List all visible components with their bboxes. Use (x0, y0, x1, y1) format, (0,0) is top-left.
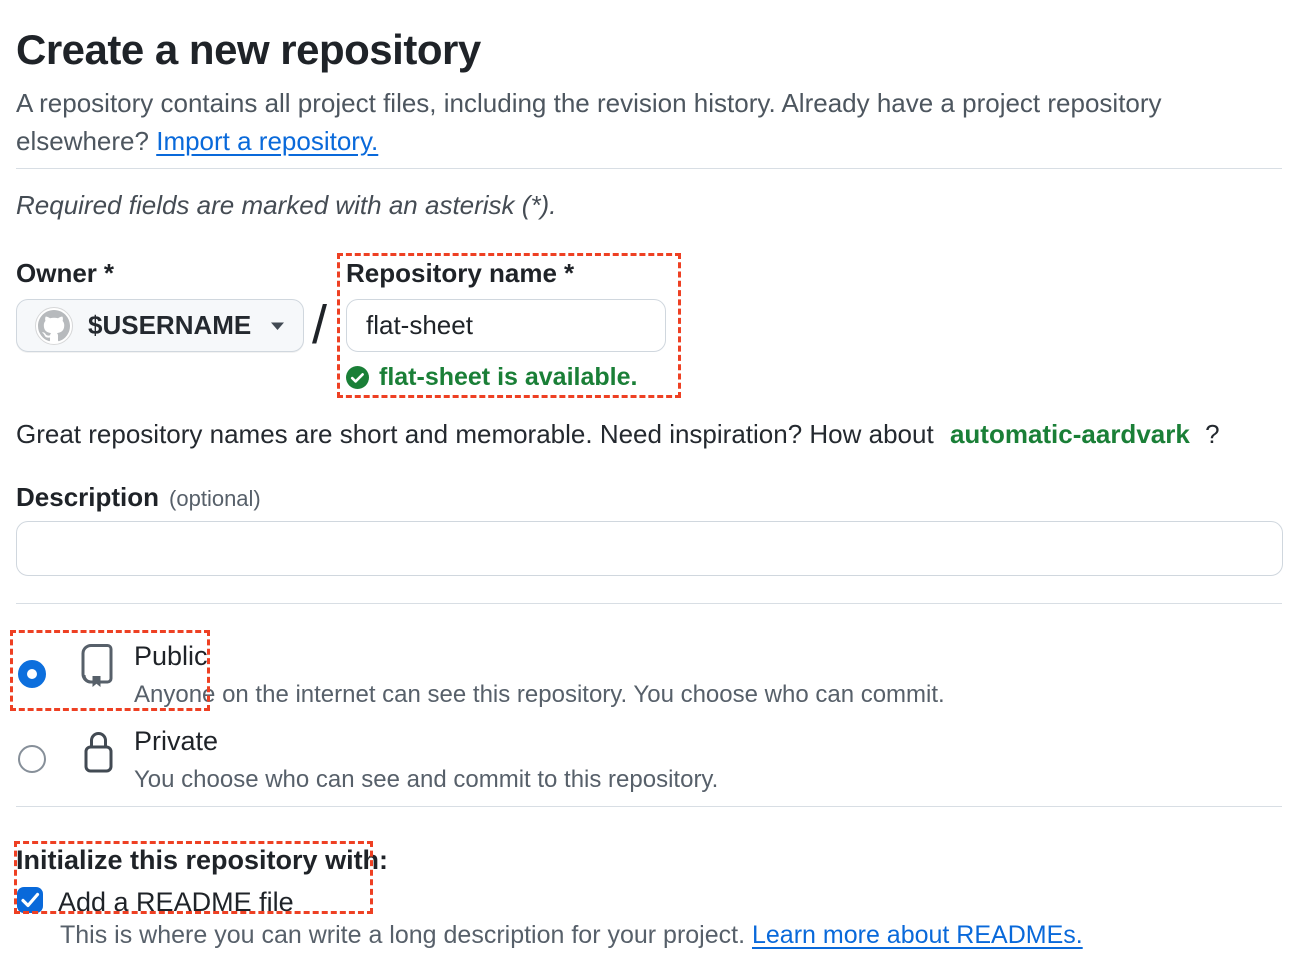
availability-message: flat-sheet is available. (346, 363, 637, 392)
public-label[interactable]: Public (134, 641, 208, 671)
checkmark-icon (21, 892, 40, 908)
github-octocat-icon (38, 309, 70, 341)
suggestion-prefix: Great repository names are short and mem… (16, 419, 934, 449)
learn-more-readmes-link[interactable]: Learn more about READMEs. (752, 921, 1083, 949)
repo-required-asterisk: * (563, 258, 575, 288)
divider-top (16, 168, 1282, 169)
intro-text-line2: elsewhere? (16, 126, 149, 156)
owner-required-asterisk: * (103, 258, 115, 288)
import-repository-link[interactable]: Import a repository. (156, 126, 379, 156)
owner-label: Owner* (16, 258, 115, 288)
owner-dropdown-button[interactable]: $USERNAME (16, 299, 304, 352)
repo-book-icon (80, 642, 114, 690)
divider-initialize (16, 806, 1282, 807)
intro-paragraph: A repository contains all project files,… (16, 84, 1256, 160)
initialize-heading: Initialize this repository with: (16, 845, 389, 875)
intro-text-line1: A repository contains all project files,… (16, 88, 1162, 118)
description-label-row: Description (optional) (16, 482, 261, 513)
repository-name-label: Repository name* (346, 258, 575, 288)
page-title: Create a new repository (16, 26, 481, 73)
availability-text: flat-sheet is available. (379, 363, 638, 391)
readme-checkbox-label[interactable]: Add a README file (58, 887, 294, 917)
private-label[interactable]: Private (134, 726, 219, 756)
private-radio[interactable] (18, 745, 46, 773)
description-optional-tag: (optional) (169, 486, 261, 511)
divider-visibility (16, 603, 1282, 604)
suggestion-suffix: ? (1205, 419, 1220, 449)
repository-name-input[interactable] (346, 299, 666, 352)
suggested-repo-name[interactable]: automatic-aardvark (949, 419, 1190, 449)
owner-repo-separator: / (312, 295, 328, 355)
lock-icon (83, 726, 114, 776)
public-description: Anyone on the internet can see this repo… (134, 681, 945, 708)
owner-username: $USERNAME (88, 310, 252, 340)
private-option-text: Private You choose who can see and commi… (134, 726, 718, 794)
check-circle-icon (346, 366, 369, 389)
description-label: Description (16, 482, 160, 512)
public-option-text: Public Anyone on the internet can see th… (134, 641, 945, 709)
description-input[interactable] (16, 521, 1283, 576)
owner-avatar (35, 306, 73, 345)
name-suggestion-line: Great repository names are short and mem… (16, 419, 1220, 450)
readme-note: This is where you can write a long descr… (60, 921, 1083, 949)
private-description: You choose who can see and commit to thi… (134, 766, 719, 793)
chevron-down-icon (270, 321, 285, 331)
public-radio[interactable] (18, 660, 46, 688)
required-fields-note: Required fields are marked with an aster… (16, 190, 557, 220)
readme-checkbox[interactable] (17, 887, 43, 913)
